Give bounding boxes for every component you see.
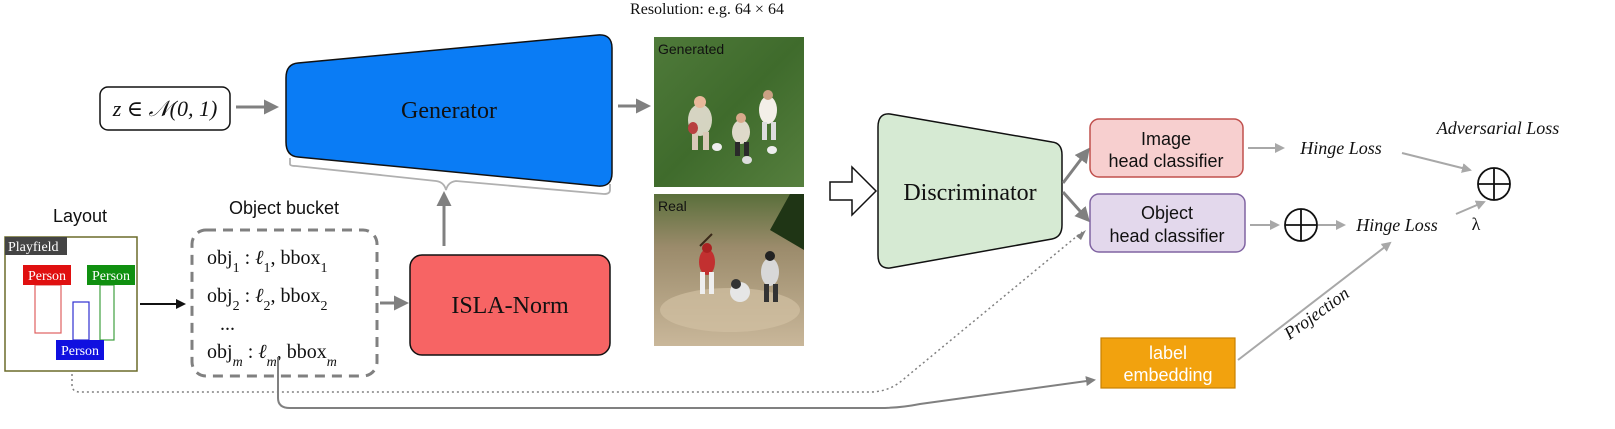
isla-norm-label: ISLA-Norm — [451, 293, 569, 319]
hinge-loss-image: Hinge Loss — [1299, 138, 1382, 158]
arrow-hinge2-to-adv-sum — [1455, 200, 1486, 215]
bucket-row: obj1 : ℓ1, bbox1 — [207, 247, 327, 276]
resolution-note: Resolution: e.g. 64 × 64 — [630, 1, 784, 18]
projection-arrow — [1237, 241, 1392, 361]
lambda-weight: λ — [1472, 214, 1481, 234]
object-bucket-title: Object bucket — [229, 198, 339, 218]
discriminator-label: Discriminator — [903, 180, 1036, 206]
bucket-rows: obj1 : ℓ1, bbox1 obj2 : ℓ2, bbox2 objm : ℓ… — [207, 247, 337, 370]
hollow-arrow-to-discriminator — [829, 165, 878, 217]
hinge-loss-object: Hinge Loss — [1355, 215, 1438, 235]
image-head-line2: head classifier — [1108, 151, 1223, 171]
real-image: Real — [654, 194, 804, 346]
bucket-ellipsis: ... — [220, 313, 235, 335]
object-bucket-box — [190, 228, 379, 378]
arrow-disc-to-object-head — [1061, 191, 1090, 223]
noise-input-box: z ∈ 𝒩(0, 1) — [99, 86, 231, 131]
generated-image: Generated — [654, 37, 804, 187]
label-embedding-block: label embedding — [1100, 337, 1236, 389]
path-labels-to-embedding — [277, 357, 1096, 409]
generator-brace — [289, 158, 611, 195]
image-head-classifier: Image head classifier — [1089, 118, 1244, 178]
generator-block: Generator — [285, 34, 613, 187]
adversarial-loss-label: Adversarial Loss — [1436, 118, 1560, 138]
real-caption: Real — [658, 198, 687, 214]
discriminator-block: Discriminator — [877, 113, 1063, 269]
layout-panel: Playfield Person Person Person — [4, 236, 138, 372]
person-tag-blue: Person — [61, 344, 99, 359]
generator-label: Generator — [401, 98, 497, 124]
object-head-line1: Object — [1141, 203, 1193, 223]
generated-caption: Generated — [658, 41, 724, 57]
isla-norm-block: ISLA-Norm — [409, 254, 611, 356]
person-tag-green: Person — [92, 269, 130, 284]
object-head-line2: head classifier — [1109, 226, 1224, 246]
layout-title: Layout — [53, 206, 107, 226]
object-head-classifier: Object head classifier — [1089, 193, 1246, 253]
image-head-line1: Image — [1141, 129, 1191, 149]
arrow-disc-to-image-head — [1061, 147, 1090, 184]
bucket-row: obj2 : ℓ2, bbox2 — [207, 285, 327, 314]
dotted-arrowhead — [1076, 230, 1086, 240]
bucket-row: objm : ℓm, bboxm — [207, 341, 337, 370]
noise-label: z ∈ 𝒩(0, 1) — [112, 96, 218, 121]
playfield-tag: Playfield — [8, 240, 59, 255]
sum-node-object — [1284, 208, 1318, 242]
projection-label: Projection — [1279, 283, 1353, 344]
arrow-hinge-to-adv-sum — [1401, 152, 1472, 173]
person-tag-red: Person — [28, 269, 66, 284]
label-embedding-line1: label — [1149, 343, 1187, 363]
label-embedding-line2: embedding — [1123, 365, 1212, 385]
sum-node-adversarial — [1477, 167, 1511, 201]
